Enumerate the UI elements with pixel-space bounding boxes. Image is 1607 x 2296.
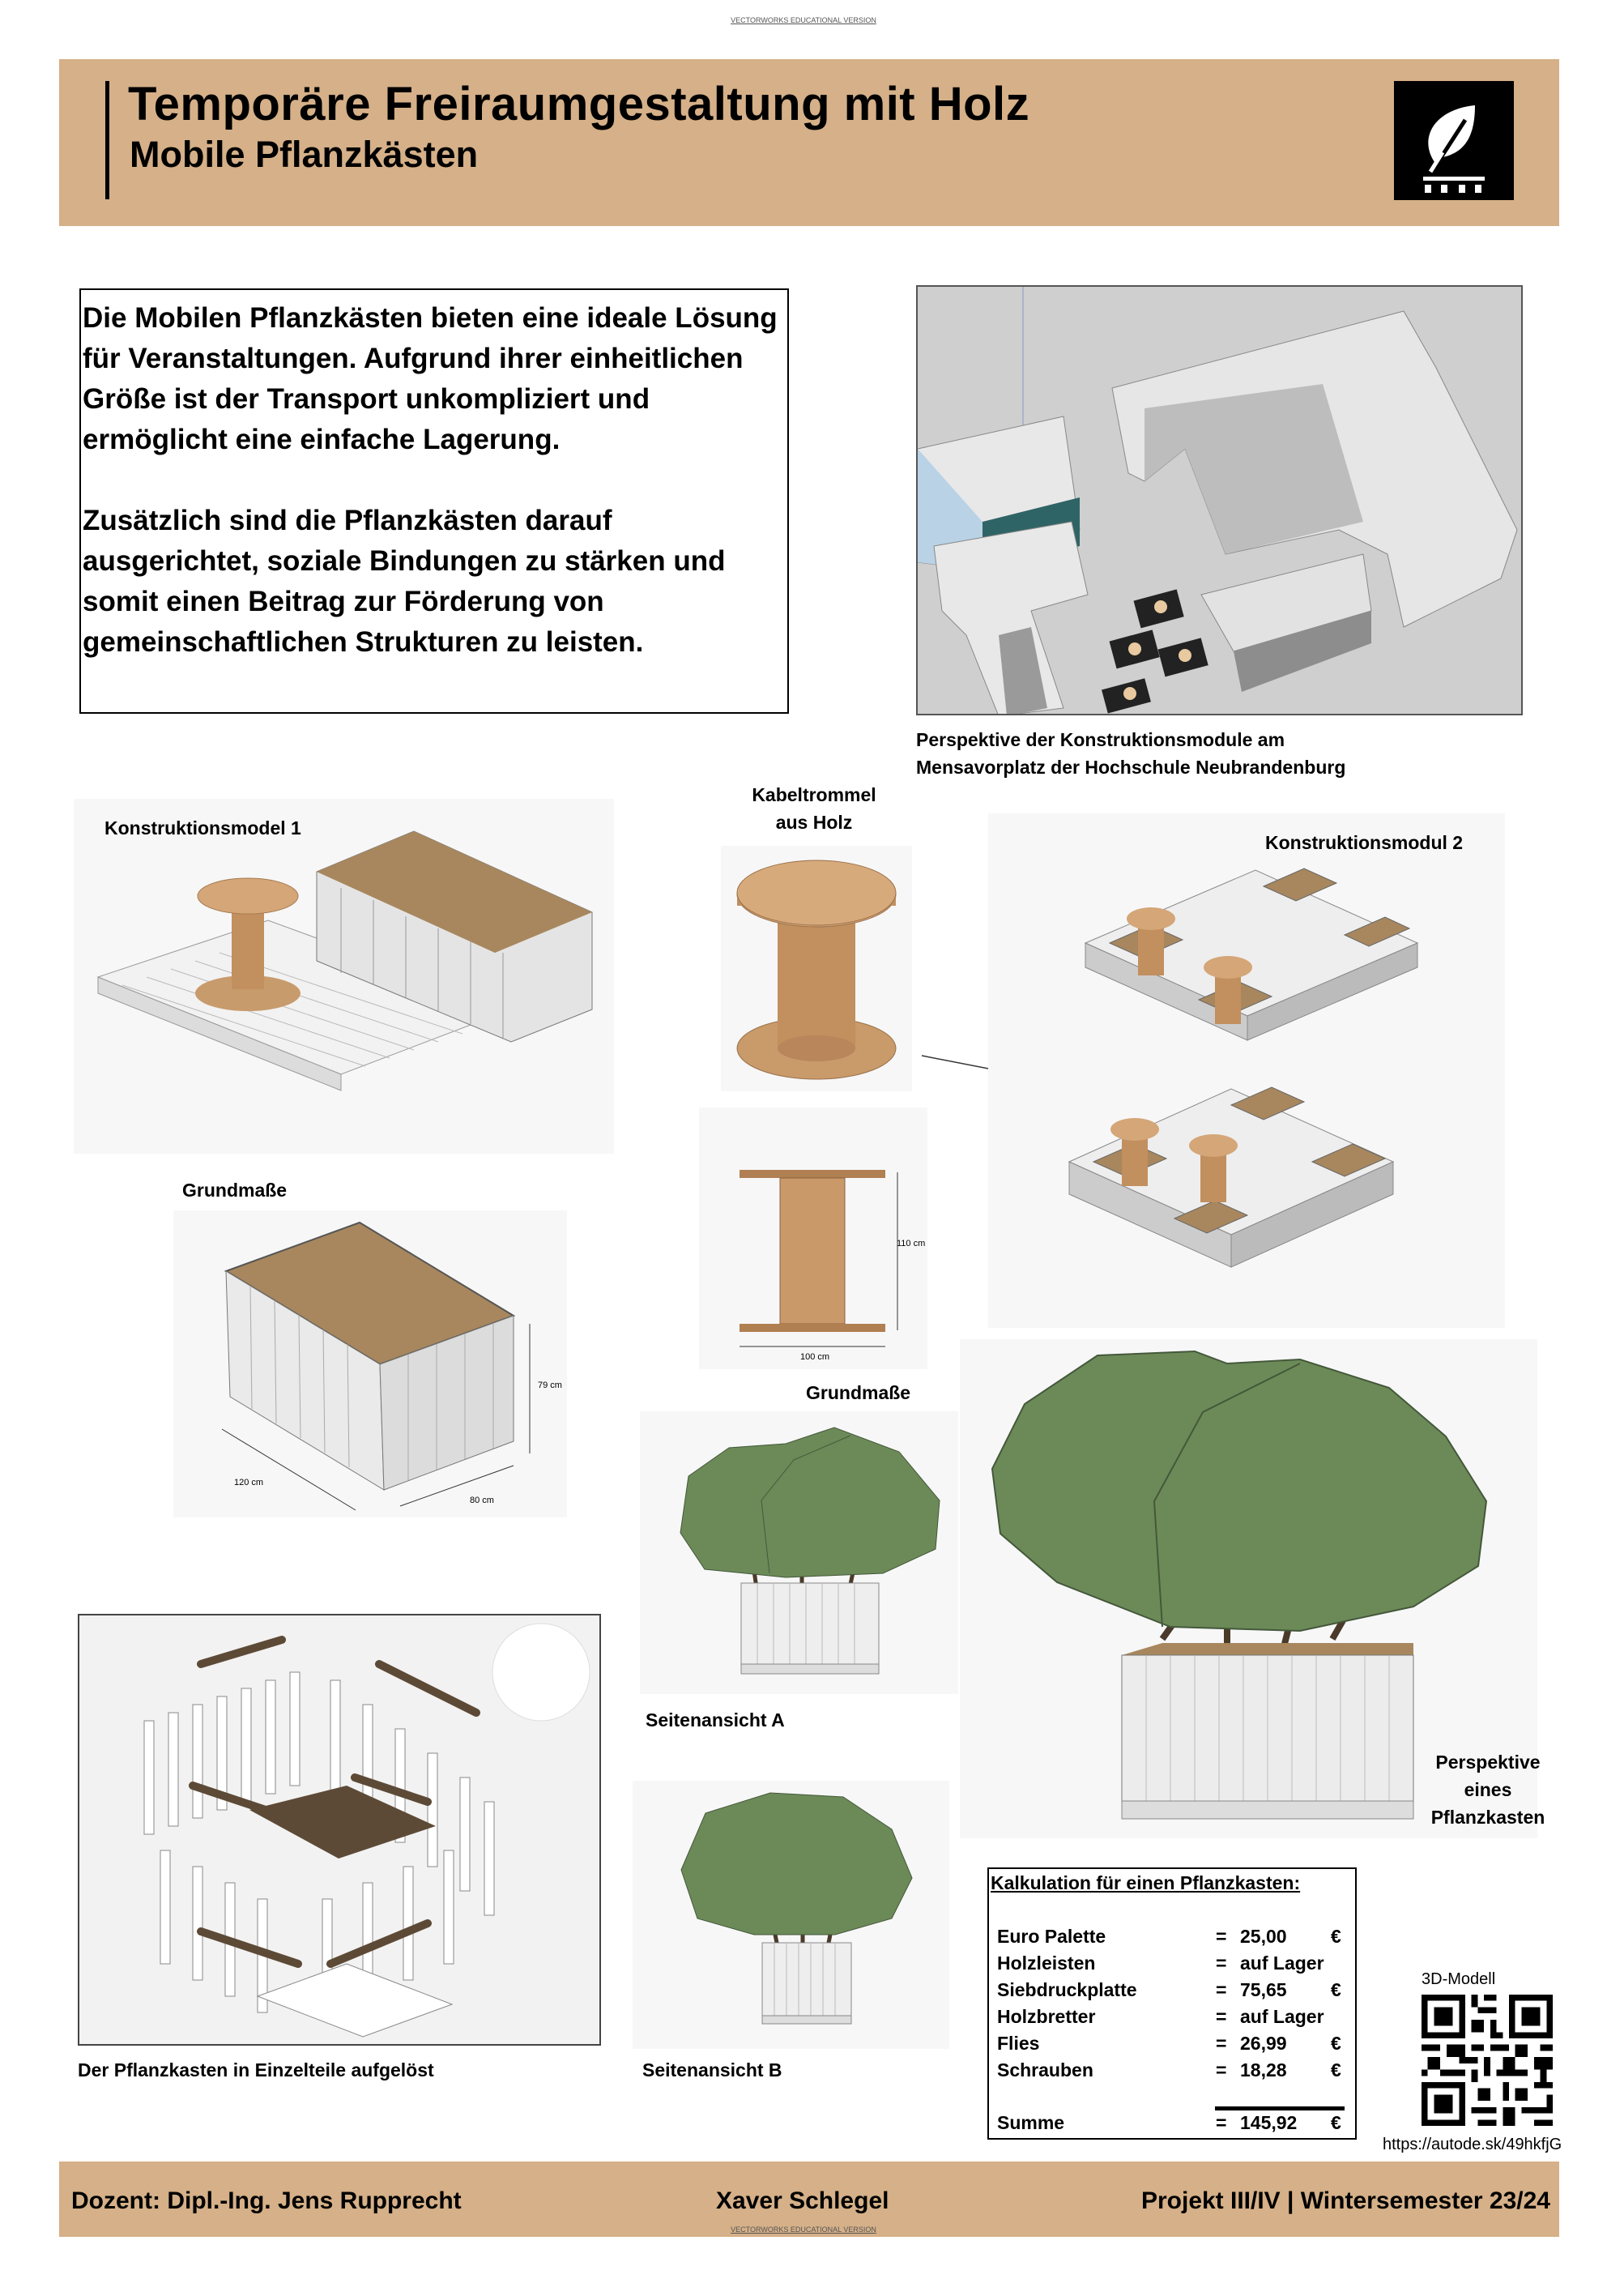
perspective-label-line-2: eines [1464, 1779, 1512, 1800]
calculation-row: Euro Palette = 25,00 € [997, 1926, 1345, 1952]
spool-label-line-2: aus Holz [775, 812, 853, 833]
row-value: auf Lager [1240, 1952, 1324, 1974]
qr-url-link[interactable]: https://autode.sk/49hkfjG [1383, 2136, 1562, 2153]
planter-perspective-image [960, 1339, 1537, 1838]
row-item: Holzbretter [997, 2006, 1096, 2027]
row-equals: = [1216, 1979, 1227, 2000]
row-value: 26,99 [1240, 2033, 1287, 2054]
cable-spool-image [721, 846, 912, 1091]
row-item: Flies [997, 2033, 1040, 2054]
planter-length-dimension: 120 cm [234, 1478, 264, 1487]
watermark-bottom: VECTORWORKS EDUCATIONAL VERSION [731, 2226, 876, 2234]
side-view-a-label: Seitenansicht A [646, 1709, 785, 1731]
qr-code-icon[interactable] [1422, 1995, 1553, 2126]
footer-lecturer: Dozent: Dipl.-Ing. Jens Rupprecht [71, 2187, 462, 2214]
module-1-label: Konstruktionsmodel 1 [104, 817, 301, 839]
planter-width-dimension: 80 cm [470, 1496, 494, 1505]
calculation-total-row: Summe = 145,92 € [997, 2112, 1345, 2139]
planter-dimensions-image: 79 cm 120 cm 80 cm [173, 1210, 567, 1517]
page-subtitle: Mobile Pflanzkästen [130, 134, 479, 175]
header-divider [105, 81, 109, 199]
calculation-row: Holzbretter = auf Lager [997, 2006, 1345, 2033]
row-item: Schrauben [997, 2059, 1093, 2080]
calculation-row: Schrauben = 18,28 € [997, 2059, 1345, 2086]
module-1-image [74, 799, 614, 1154]
aerial-caption-line-2: Mensavorplatz der Hochschule Neubrandenb… [916, 757, 1346, 778]
row-currency: € [1331, 2033, 1341, 2054]
row-equals: = [1216, 2006, 1227, 2027]
intro-paragraph-1: Die Mobilen Pflanzkästen bieten eine ide… [83, 302, 778, 455]
calculation-row: Siebdruckplatte = 75,65 € [997, 1979, 1345, 2006]
perspective-label-line-3: Pflanzkasten [1430, 1807, 1545, 1828]
module-markers [1102, 589, 1208, 714]
row-value: 75,65 [1240, 1979, 1287, 2000]
header-band [59, 59, 1559, 226]
sum-divider [1215, 2106, 1345, 2110]
footer-project: Projekt III/IV | Wintersemester 23/24 [1140, 2187, 1550, 2214]
row-value: 18,28 [1240, 2059, 1287, 2080]
calculation-row: Holzleisten = auf Lager [997, 1952, 1345, 1979]
planter-height-dimension: 79 cm [538, 1381, 562, 1390]
perspective-label-line-1: Perspektive [1435, 1752, 1541, 1773]
row-equals: = [1216, 2033, 1227, 2054]
row-item: Euro Palette [997, 1926, 1106, 1947]
total-currency: € [1331, 2112, 1341, 2133]
row-value: 25,00 [1240, 1926, 1287, 1947]
row-currency: € [1331, 1926, 1341, 1947]
row-equals: = [1216, 2059, 1227, 2080]
module-2-label: Konstruktionsmodul 2 [1265, 832, 1464, 853]
total-equals: = [1216, 2112, 1227, 2133]
leaf-pallet-icon [1423, 105, 1485, 193]
row-currency: € [1331, 1979, 1341, 2000]
row-value: auf Lager [1240, 2006, 1324, 2027]
total-value: 145,92 [1240, 2112, 1298, 2133]
row-item: Siebdruckplatte [997, 1979, 1137, 2000]
intro-paragraph-2: Zusätzlich sind die Pflanzkästen darauf … [83, 505, 726, 658]
calculation-title: Kalkulation für einen Pflanzkasten: [991, 1872, 1301, 1893]
row-equals: = [1216, 1926, 1227, 1947]
side-view-a-image [640, 1411, 958, 1694]
aerial-perspective-image [916, 285, 1523, 715]
footer-author: Xaver Schlegel [716, 2187, 889, 2214]
intro-text-box: Die Mobilen Pflanzkästen bieten eine ide… [79, 288, 789, 714]
aerial-caption-line-1: Perspektive der Konstruktionsmodule am [916, 729, 1285, 750]
row-item: Holzleisten [997, 1952, 1096, 1974]
row-currency: € [1331, 2059, 1341, 2080]
spool-dimensions-label: Grundmaße [806, 1382, 911, 1403]
footer-band [59, 2162, 1559, 2237]
calculation-table: Kalkulation für einen Pflanzkasten: Euro… [987, 1867, 1357, 2140]
spool-label-line-1: Kabeltrommel [752, 784, 876, 805]
spool-width-dimension: 100 cm [800, 1352, 830, 1362]
logo [1394, 81, 1514, 200]
watermark-top: VECTORWORKS EDUCATIONAL VERSION [731, 16, 876, 24]
planter-dimensions-label: Grundmaße [182, 1180, 288, 1201]
module-2-image [988, 813, 1505, 1328]
side-view-b-label: Seitenansicht B [642, 2059, 782, 2080]
page-title: Temporäre Freiraumgestaltung mit Holz [128, 78, 1030, 130]
exploded-view-image [78, 1614, 601, 2046]
row-equals: = [1216, 1952, 1227, 1974]
cable-spool-side-view: 110 cm 100 cm [699, 1107, 927, 1369]
spool-height-dimension: 110 cm [897, 1239, 926, 1248]
side-view-b-image [633, 1781, 949, 2049]
qr-label: 3D-Modell [1422, 1970, 1496, 1988]
spools [1110, 907, 1252, 1202]
exploded-view-label: Der Pflanzkasten in Einzelteile aufgelös… [78, 2059, 434, 2080]
total-label: Summe [997, 2112, 1065, 2133]
calculation-row: Flies = 26,99 € [997, 2033, 1345, 2059]
